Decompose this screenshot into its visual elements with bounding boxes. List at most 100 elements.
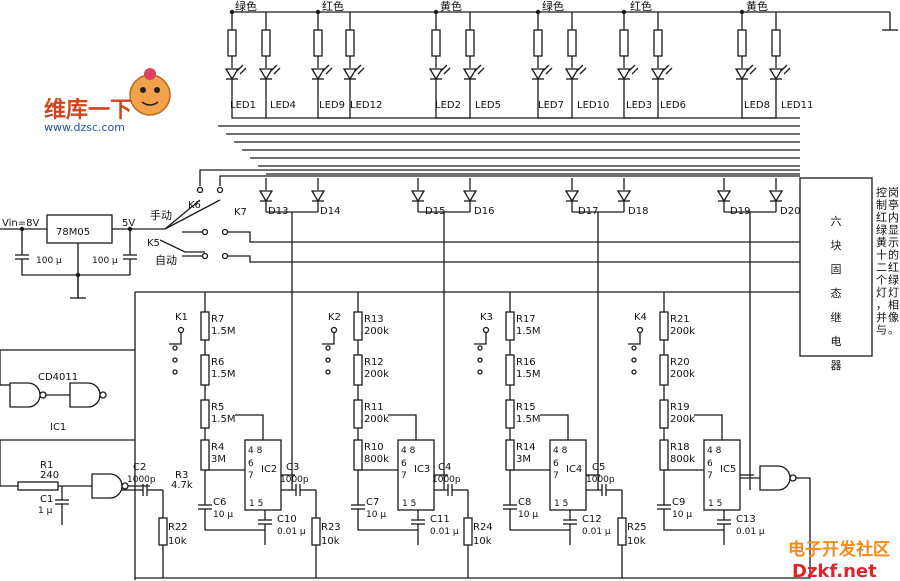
led xyxy=(342,64,365,81)
resistor-name: R17 xyxy=(516,314,536,325)
resistor-name: R20 xyxy=(670,357,690,368)
ic-label: IC4 xyxy=(566,464,582,475)
vout-label: 5V xyxy=(122,218,135,229)
nand-gate-3 xyxy=(91,473,123,499)
resistor-name: R5 xyxy=(211,402,224,413)
junction-dot xyxy=(621,9,627,15)
led-resistor xyxy=(619,29,629,57)
resistor-value: 10k xyxy=(168,536,187,547)
resistor-value: 1.5M xyxy=(211,326,236,337)
cap-name: C8 xyxy=(518,497,531,508)
diode-label: D16 xyxy=(474,206,494,217)
led-color-6: 黄色 xyxy=(746,0,768,13)
ic-pin-7: 7 xyxy=(401,471,407,481)
junction-dot xyxy=(535,9,541,15)
led-label: LED8 xyxy=(744,100,770,111)
cap-name: C2 xyxy=(133,462,146,473)
resistor-value: 1.5M xyxy=(516,414,541,425)
led xyxy=(564,64,587,81)
cap-value: 10 μ xyxy=(213,510,233,520)
switch-tap xyxy=(631,357,637,363)
cap-name: C7 xyxy=(366,497,379,508)
cap-name: C12 xyxy=(582,514,602,525)
resistor-value: 10k xyxy=(473,536,492,547)
wire xyxy=(219,175,800,186)
resistor-name: R16 xyxy=(516,357,536,368)
switch-tap xyxy=(172,369,178,375)
cap-out-label: 100 μ xyxy=(92,256,118,266)
timing-resistor xyxy=(659,354,669,386)
switch-tap xyxy=(477,345,483,351)
cap-value: 0.01 μ xyxy=(277,527,306,537)
led xyxy=(530,64,553,81)
diode xyxy=(258,190,274,203)
switch-tap xyxy=(172,345,178,351)
cap-name: C9 xyxy=(672,497,685,508)
resistor-name: R6 xyxy=(211,357,224,368)
cap-value: 1000p xyxy=(280,475,309,485)
switch-contact xyxy=(221,228,229,236)
resistor-name: R4 xyxy=(211,442,224,453)
wire xyxy=(159,239,205,253)
cap-name: C3 xyxy=(286,462,299,473)
timing-resistor xyxy=(353,399,363,429)
ic-pin-bottom: 1 5 xyxy=(402,499,416,509)
switch-contact xyxy=(636,326,644,334)
pulldown-resistor xyxy=(158,517,168,546)
ic-pin-6: 6 xyxy=(401,459,407,469)
led-resistor xyxy=(771,29,781,57)
led-resistor xyxy=(431,29,441,57)
diode xyxy=(564,190,580,203)
timing-resistor xyxy=(200,354,210,386)
switch-tap xyxy=(325,345,331,351)
watermark-bottom-brand: 电子开发社区 xyxy=(788,539,890,560)
nand-bubble xyxy=(789,474,797,482)
wire xyxy=(0,440,18,487)
nand-gate-2 xyxy=(69,382,101,408)
led-color-1: 绿色 xyxy=(235,0,257,13)
led-label: LED1 xyxy=(230,100,256,111)
led-resistor xyxy=(261,29,271,57)
wire xyxy=(225,231,800,243)
r1-label: R1 xyxy=(40,460,53,471)
ic-pin-bottom: 1 5 xyxy=(708,499,722,509)
led xyxy=(224,64,247,81)
diode-label: D19 xyxy=(730,206,750,217)
resistor-value: 1.5M xyxy=(211,414,236,425)
resistor-name: R18 xyxy=(670,442,690,453)
cap-value: 0.01 μ xyxy=(430,527,459,537)
ic-pin-7: 7 xyxy=(707,471,713,481)
switch-k-label: K1 xyxy=(175,312,188,323)
nand-bubble xyxy=(39,391,47,399)
ic-pin-top: 4 8 xyxy=(553,446,568,456)
cap-value: 10 μ xyxy=(366,510,386,520)
wire xyxy=(540,414,569,440)
led-resistor xyxy=(345,29,355,57)
switch-contact xyxy=(330,326,338,334)
resistor-name: R11 xyxy=(364,402,384,413)
ic-pin-bottom: 1 5 xyxy=(249,499,263,509)
timer-ic xyxy=(549,439,587,511)
gate-ic-label: IC1 xyxy=(50,422,66,433)
switch-tap xyxy=(172,357,178,363)
diode-label: D13 xyxy=(268,206,288,217)
resistor-value: 200k xyxy=(670,326,695,337)
led-resistor xyxy=(653,29,663,57)
resistor-name: R24 xyxy=(473,522,493,533)
cap-value: 10 μ xyxy=(518,510,538,520)
led-resistor xyxy=(737,29,747,57)
resistor-value: 200k xyxy=(364,326,389,337)
cap-name: C5 xyxy=(592,462,605,473)
wiring xyxy=(0,9,898,580)
timing-resistor xyxy=(353,354,363,386)
cap-name: C13 xyxy=(736,514,756,525)
cap-value: 0.01 μ xyxy=(736,527,765,537)
ic-pin-bottom: 1 5 xyxy=(554,499,568,509)
resistor-value: 1.5M xyxy=(516,369,541,380)
switch-k-label: K3 xyxy=(480,312,493,323)
timing-resistor xyxy=(200,439,210,471)
resistor-name: R14 xyxy=(516,442,536,453)
wire xyxy=(164,199,201,230)
